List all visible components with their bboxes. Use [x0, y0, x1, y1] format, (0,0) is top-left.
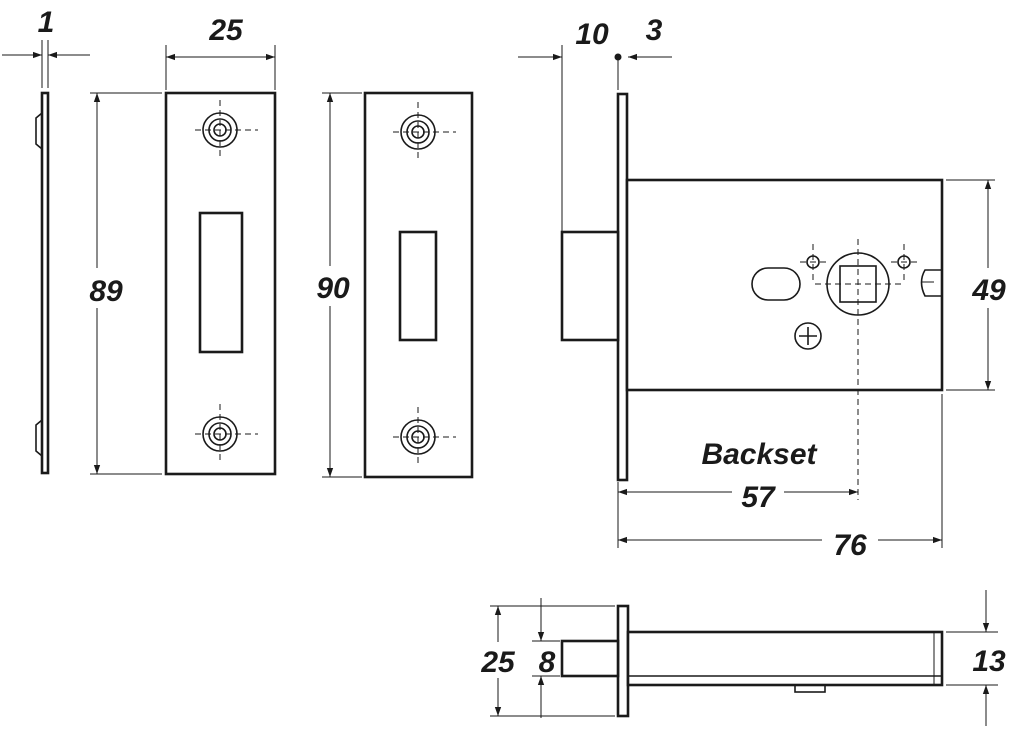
- fixing-hole-left: [800, 244, 826, 280]
- dim-faceplate-width: 25: [480, 646, 516, 679]
- plate-lip-bottom: [35, 419, 43, 457]
- dim-case-height: 49: [971, 274, 1006, 307]
- label-backing: [472, 642, 528, 678]
- label-backing: [962, 268, 1018, 308]
- screw-hole-top: [195, 100, 258, 160]
- bolt-top: [560, 639, 620, 678]
- dim-overall-depth: 76: [833, 529, 867, 562]
- plate-lip-top: [35, 112, 43, 150]
- screw-head: [794, 322, 822, 350]
- faceplate: [616, 92, 629, 482]
- dim-plate-width: 25: [208, 14, 244, 47]
- dim-case-thickness: 13: [972, 645, 1006, 678]
- case-tab: [794, 684, 826, 693]
- dim-plate-thickness: 1: [38, 6, 55, 39]
- screw-hole-bottom: [195, 404, 258, 464]
- lock-case: [625, 178, 944, 392]
- plate-edge: [40, 91, 50, 475]
- lock-case-top: [626, 630, 944, 687]
- fixing-hole-right: [891, 244, 917, 280]
- strike-plate-front-view-right: 90: [306, 91, 474, 479]
- bolt-slot: [398, 230, 438, 342]
- dim-plate-height-right: 90: [316, 272, 350, 305]
- backset-label: Backset: [701, 438, 818, 471]
- screw-hole-bottom: [393, 407, 456, 467]
- lock-body-top-view: 25 8 13: [472, 590, 1006, 726]
- bolt: [560, 230, 620, 342]
- screw-hole-top: [393, 102, 456, 162]
- strike-plate-side-view: 1: [2, 6, 90, 475]
- label-backing: [822, 524, 878, 558]
- dim-plate-height-left: 89: [89, 275, 123, 308]
- dim-backset: 57: [741, 481, 776, 514]
- strike-plate-front-view-left: 25 89: [82, 14, 277, 476]
- dim-bolt-width: 8: [539, 646, 556, 679]
- dim-bolt-projection: 10: [575, 18, 609, 51]
- label-backing: [306, 266, 360, 306]
- bolt-slot: [198, 211, 244, 354]
- label-backing: [732, 478, 784, 512]
- lock-body-side-view: 10 3: [518, 14, 1018, 562]
- label-backing: [82, 268, 132, 308]
- dim-faceplate-thickness: 3: [646, 14, 663, 47]
- faceplate-top: [616, 604, 630, 718]
- cam-hole: [751, 267, 801, 301]
- spindle-follower: [815, 239, 905, 500]
